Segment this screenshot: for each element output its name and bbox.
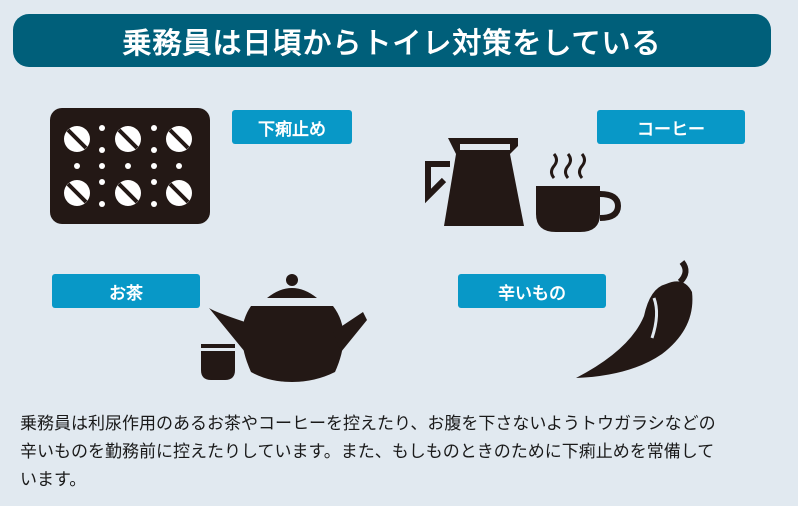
description-line: 乗務員は利尿作用のあるお茶やコーヒーを控えたり、お腹を下さないようトウガラシなど…: [20, 414, 716, 434]
coffee-pot-and-cup-icon: [425, 138, 622, 232]
label-spicy: 辛いもの: [458, 274, 606, 308]
pill-blister-pack-icon: [50, 108, 210, 224]
label-coffee: コーヒー: [597, 110, 745, 144]
label-tea: お茶: [52, 274, 200, 308]
description-line: 辛いものを勤務前に控えたりしています。また、もしものときのために下痢止めを常備し…: [20, 442, 715, 462]
teapot-and-cup-icon: [201, 274, 367, 382]
page-title: 乗務員は日頃からトイレ対策をしている: [13, 14, 771, 67]
description: 乗務員は利尿作用のあるお茶やコーヒーを控えたり、お腹を下さないようトウガラシなど…: [20, 410, 790, 494]
description-line: います。: [20, 470, 87, 490]
label-antidiarrheal: 下痢止め: [232, 110, 352, 144]
chili-pepper-icon: [576, 260, 693, 378]
